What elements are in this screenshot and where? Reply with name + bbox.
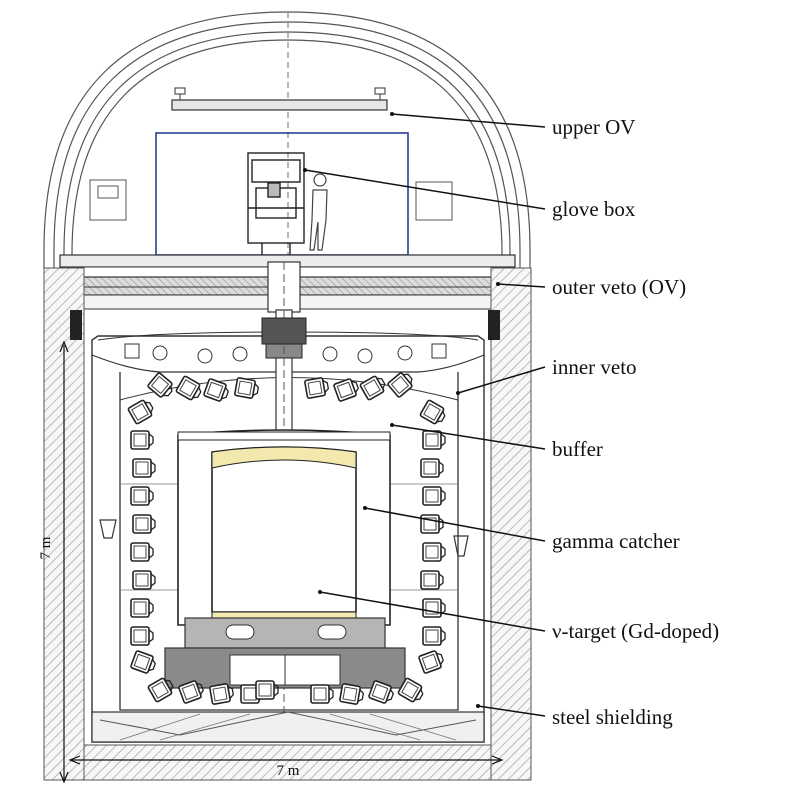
steel-shielding-walls	[43, 267, 532, 781]
pmt-icon	[130, 430, 154, 450]
dimension-lines	[59, 340, 504, 784]
pmt-icon	[420, 458, 444, 478]
dimension-width-label: 7 m	[277, 763, 300, 779]
pmt-icon	[422, 486, 446, 506]
pmt-icon	[132, 570, 156, 590]
pmt-icon	[132, 514, 156, 534]
label-upper-ov: upper OV	[552, 115, 635, 139]
pmt-icon	[422, 598, 446, 618]
label-nu-target: ν-target (Gd-doped)	[552, 619, 719, 643]
inner-veto-lid-details	[124, 343, 447, 364]
label-outer-veto: outer veto (OV)	[552, 275, 686, 299]
dome-structure	[43, 11, 531, 268]
pmt-icon	[130, 542, 154, 562]
pmt-icon	[255, 680, 279, 700]
pmt-icon	[422, 430, 446, 450]
bottom-structure	[91, 711, 485, 743]
support-base	[164, 617, 406, 689]
glove-box-frame	[155, 132, 409, 256]
glove-box	[247, 152, 305, 262]
person-figure-icon	[309, 173, 328, 251]
pmt-icon	[420, 570, 444, 590]
dimension-height-label: 7 m	[38, 536, 54, 559]
nu-target-vessel	[211, 446, 357, 621]
leader-dots	[303, 112, 500, 708]
pmt-icon	[130, 598, 154, 618]
pmt-icon	[130, 626, 154, 646]
label-inner-veto: inner veto	[552, 355, 637, 379]
pmt-icon	[130, 486, 154, 506]
label-buffer: buffer	[552, 437, 603, 461]
pmt-icon	[422, 542, 446, 562]
pmt-icon	[310, 684, 334, 704]
pmt-icon	[132, 458, 156, 478]
label-steel-shielding: steel shielding	[552, 705, 673, 729]
dome-side-box	[89, 179, 453, 221]
pmt-icon	[422, 626, 446, 646]
label-glove-box: glove box	[552, 197, 636, 221]
side-mounts	[99, 519, 469, 557]
upper-ov-panel	[171, 87, 388, 111]
pmt-icon	[420, 514, 444, 534]
leader-lines	[304, 113, 546, 717]
label-gamma-catcher: gamma catcher	[552, 529, 680, 553]
